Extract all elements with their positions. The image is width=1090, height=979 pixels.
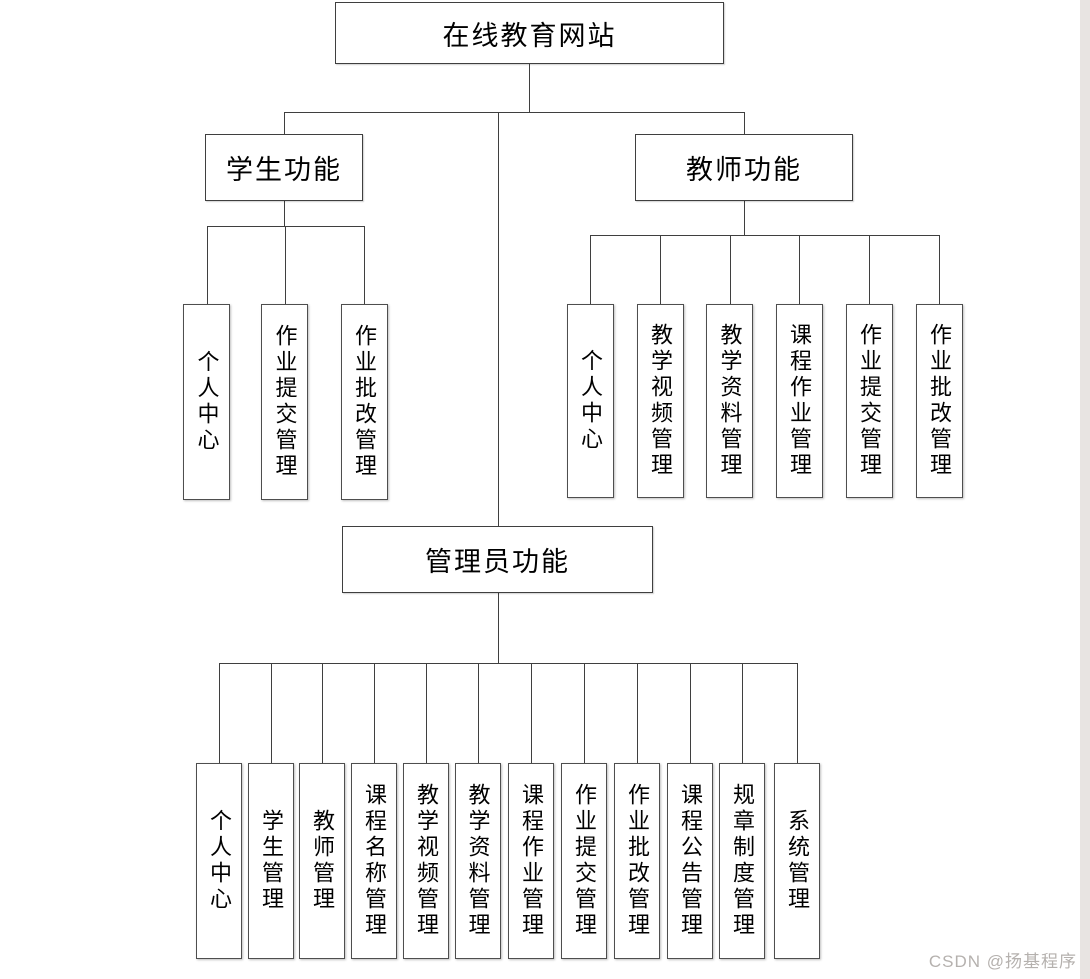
branch-node-student: 学生功能 <box>205 134 363 201</box>
connector-line <box>531 663 532 763</box>
connector-line <box>744 201 745 235</box>
connector-line <box>529 64 530 112</box>
leaf-node-admin-4: 教学视频管理 <box>403 763 449 959</box>
branch-node-admin: 管理员功能 <box>342 526 653 593</box>
connector-line <box>729 235 731 304</box>
branch-node-teacher: 教师功能 <box>635 134 853 201</box>
leaf-node-student-2: 作业批改管理 <box>340 304 388 500</box>
leaf-node-admin-5: 教学资料管理 <box>454 763 501 959</box>
leaf-node-admin-1: 学生管理 <box>248 763 294 959</box>
connector-line <box>374 663 375 763</box>
page-edge-strip <box>1080 0 1090 979</box>
connector-line <box>284 112 285 134</box>
root-node: 在线教育网站 <box>335 2 724 64</box>
connector-line <box>799 235 800 304</box>
leaf-node-admin-10: 规章制度管理 <box>719 763 765 959</box>
leaf-node-student-0: 个人中心 <box>183 304 230 500</box>
connector-line <box>426 663 427 763</box>
connector-line <box>590 235 591 304</box>
leaf-node-teacher-2: 教学资料管理 <box>706 304 753 498</box>
connector-line <box>364 226 365 304</box>
leaf-node-admin-3: 课程名称管理 <box>351 763 397 959</box>
connector-line <box>284 201 285 226</box>
leaf-node-admin-8: 作业批改管理 <box>614 763 660 959</box>
connector-line <box>590 235 939 236</box>
connector-line <box>584 663 585 763</box>
leaf-node-teacher-1: 教学视频管理 <box>636 304 684 498</box>
connector-line <box>742 663 743 763</box>
connector-line <box>219 663 220 763</box>
watermark: CSDN @扬基程序 <box>928 952 1077 971</box>
leaf-node-admin-7: 作业提交管理 <box>561 763 607 959</box>
connector-line <box>497 112 499 526</box>
leaf-node-student-1: 作业提交管理 <box>261 304 308 500</box>
leaf-node-teacher-0: 个人中心 <box>566 304 614 498</box>
connector-line <box>690 663 691 763</box>
connector-line <box>637 663 638 763</box>
connector-line <box>219 663 797 664</box>
connector-line <box>797 663 798 763</box>
connector-line <box>284 226 286 304</box>
connector-line <box>939 235 940 304</box>
connector-line <box>869 235 870 304</box>
leaf-node-teacher-3: 课程作业管理 <box>775 304 823 498</box>
connector-line <box>284 112 744 113</box>
connector-line <box>497 593 499 663</box>
connector-line <box>206 226 208 304</box>
connector-line <box>477 663 479 763</box>
connector-line <box>271 663 272 763</box>
connector-line <box>660 235 661 304</box>
leaf-node-teacher-4: 作业提交管理 <box>845 304 893 498</box>
leaf-node-admin-6: 课程作业管理 <box>508 763 554 959</box>
connector-line <box>744 112 745 134</box>
leaf-node-admin-2: 教师管理 <box>299 763 345 959</box>
connector-line <box>322 663 323 763</box>
leaf-node-admin-0: 个人中心 <box>196 763 242 959</box>
leaf-node-admin-9: 课程公告管理 <box>667 763 713 959</box>
leaf-node-admin-11: 系统管理 <box>774 763 820 959</box>
leaf-node-teacher-5: 作业批改管理 <box>915 304 963 498</box>
